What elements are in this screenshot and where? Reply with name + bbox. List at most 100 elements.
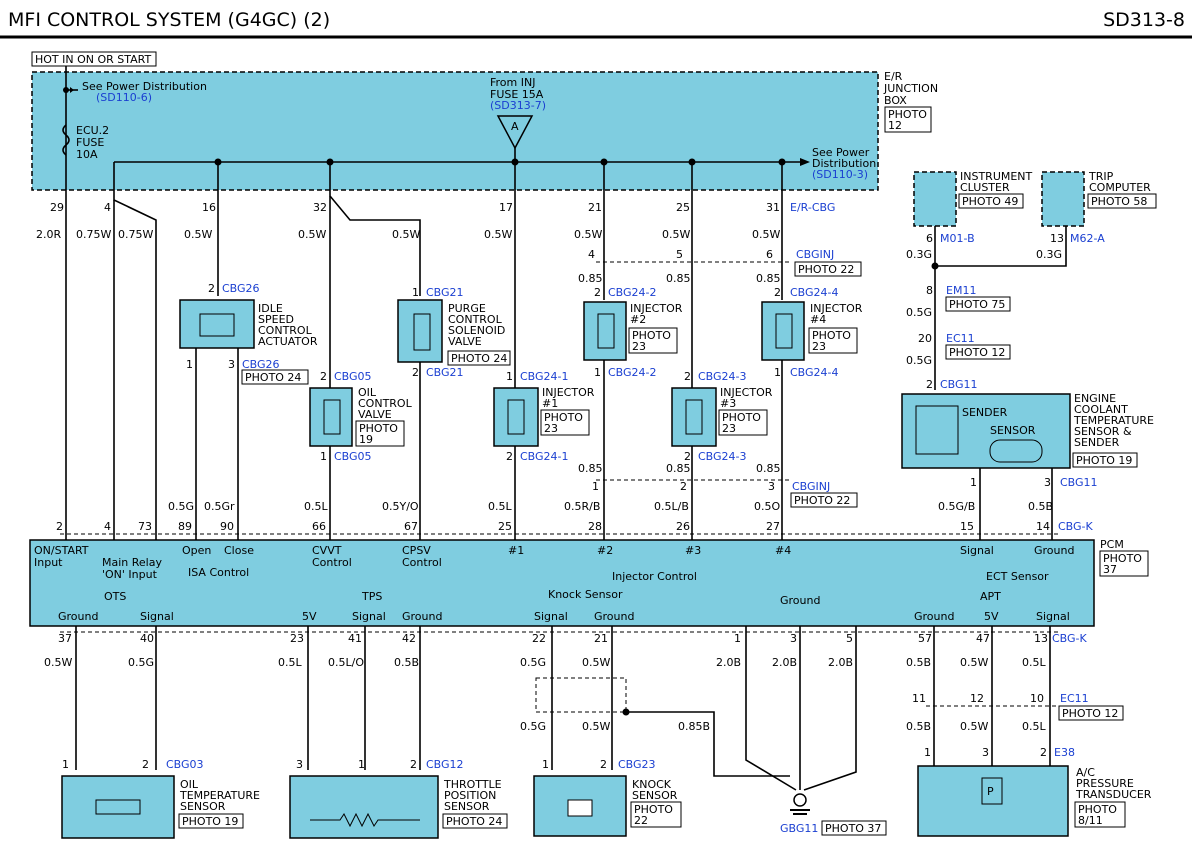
svg-text:17: 17 (499, 201, 513, 214)
svg-text:PHOTO: PHOTO (812, 329, 851, 342)
svg-text:SENSOR: SENSOR (444, 800, 490, 813)
svg-text:0.5W: 0.5W (960, 656, 988, 669)
svg-text:Open: Open (182, 544, 211, 557)
svg-text:2.0B: 2.0B (828, 656, 853, 669)
svg-text:P: P (987, 785, 994, 798)
svg-text:APT: APT (980, 590, 1001, 603)
svg-text:CBG11: CBG11 (1060, 476, 1098, 489)
svg-text:THROTTLE: THROTTLE (443, 778, 502, 791)
svg-text:0.85: 0.85 (666, 462, 691, 475)
svg-text:16: 16 (202, 201, 216, 214)
svg-text:Signal: Signal (960, 544, 994, 557)
svg-text:CBG24-1: CBG24-1 (520, 450, 569, 463)
svg-text:0.5G/B: 0.5G/B (938, 500, 975, 513)
svg-text:0.75W: 0.75W (76, 228, 111, 241)
svg-text:OIL: OIL (358, 386, 377, 399)
svg-text:Ground: Ground (780, 594, 820, 607)
svg-text:12: 12 (970, 692, 984, 705)
svg-text:73: 73 (138, 520, 152, 533)
svg-text:0.5B: 0.5B (906, 720, 931, 733)
svg-text:0.5L: 0.5L (1022, 720, 1046, 733)
svg-text:INJECTOR: INJECTOR (542, 386, 595, 399)
svg-text:13: 13 (1050, 232, 1064, 245)
svg-text:TEMPERATURE: TEMPERATURE (179, 789, 260, 802)
svg-text:0.5W: 0.5W (392, 228, 420, 241)
svg-text:1: 1 (924, 746, 931, 759)
svg-text:5: 5 (676, 248, 683, 261)
svg-text:67: 67 (404, 520, 418, 533)
svg-text:0.5B: 0.5B (906, 656, 931, 669)
svg-text:SOLENOID: SOLENOID (448, 324, 505, 337)
svg-text:0.85B: 0.85B (678, 720, 710, 733)
svg-text:PHOTO: PHOTO (632, 329, 671, 342)
svg-text:1: 1 (594, 366, 601, 379)
svg-text:PHOTO 75: PHOTO 75 (949, 298, 1005, 311)
svg-text:11: 11 (912, 692, 926, 705)
svg-text:PCM: PCM (1100, 538, 1124, 551)
svg-text:3: 3 (228, 358, 235, 371)
wires-mid: 0.5G 0.5Gr 0.5L 0.5Y/O 0.5L 0.5R/B 0.5L/… (168, 500, 1053, 513)
injector-1: 1 CBG24-1 INJECTOR #1 PHOTO 23 2 CBG24-1 (493, 370, 595, 463)
knock-sensor: 1 2 CBG23 KNOCK SENSOR PHOTO 22 (533, 758, 682, 837)
svg-text:VALVE: VALVE (448, 335, 482, 348)
svg-text:HOT IN ON OR START: HOT IN ON OR START (35, 53, 152, 66)
svg-text:0.3G: 0.3G (1036, 248, 1062, 261)
svg-text:Input: Input (34, 556, 63, 569)
svg-text:PHOTO 12: PHOTO 12 (949, 346, 1005, 359)
svg-text:12: 12 (888, 119, 902, 132)
svg-text:#4: #4 (775, 544, 791, 557)
svg-text:Injector Control: Injector Control (612, 570, 697, 583)
svg-text:23: 23 (290, 632, 304, 645)
svg-text:COOLANT: COOLANT (1074, 403, 1128, 416)
svg-text:1: 1 (970, 476, 977, 489)
svg-text:Close: Close (224, 544, 254, 557)
svg-text:4: 4 (104, 201, 111, 214)
svg-text:19: 19 (359, 433, 373, 446)
svg-text:2: 2 (926, 378, 933, 391)
svg-text:BOX: BOX (884, 94, 907, 107)
svg-text:#3: #3 (685, 544, 701, 557)
svg-text:0.5G: 0.5G (520, 656, 546, 669)
svg-text:0.5L: 0.5L (304, 500, 328, 513)
svg-text:CVVT: CVVT (312, 544, 342, 557)
svg-text:(SD110-6): (SD110-6) (96, 91, 152, 104)
pcm-labels-bottom: OTS Ground Signal TPS 5V Signal Ground K… (58, 588, 1070, 623)
svg-text:Signal: Signal (534, 610, 568, 623)
pcm-bottom-pins: 37 40 23 41 42 22 21 1 3 5 57 47 13 CBG-… (58, 632, 1088, 645)
injector-4: 2 CBG24-4 INJECTOR #4 PHOTO 23 1 CBG24-4 (761, 286, 863, 379)
svg-text:TPS: TPS (361, 590, 382, 603)
svg-text:CBG24-1: CBG24-1 (520, 370, 569, 383)
svg-text:PHOTO: PHOTO (1078, 803, 1117, 816)
svg-text:1: 1 (734, 632, 741, 645)
svg-text:0.85: 0.85 (578, 272, 603, 285)
svg-text:0.5B: 0.5B (394, 656, 419, 669)
svg-text:CBG-K: CBG-K (1052, 632, 1088, 645)
svg-text:CBG21: CBG21 (426, 286, 464, 299)
svg-text:CBG23: CBG23 (618, 758, 656, 771)
svg-text:23: 23 (632, 340, 646, 353)
svg-text:2: 2 (594, 286, 601, 299)
svg-text:SENDER: SENDER (962, 406, 1008, 419)
svg-text:SPEED: SPEED (258, 313, 294, 326)
svg-text:PHOTO: PHOTO (1103, 552, 1142, 565)
svg-text:0.85: 0.85 (578, 462, 603, 475)
svg-text:Ground: Ground (402, 610, 442, 623)
svg-text:0.5L/O: 0.5L/O (328, 656, 364, 669)
svg-text:PHOTO: PHOTO (722, 411, 761, 424)
svg-text:22: 22 (634, 814, 648, 827)
svg-text:10: 10 (1030, 692, 1044, 705)
svg-text:2: 2 (142, 758, 149, 771)
svg-text:66: 66 (312, 520, 326, 533)
svg-text:#3: #3 (720, 397, 736, 410)
svg-text:Signal: Signal (352, 610, 386, 623)
svg-text:2: 2 (410, 758, 417, 771)
svg-text:0.5B: 0.5B (1028, 500, 1053, 513)
svg-text:KNOCK: KNOCK (632, 778, 672, 791)
svg-text:2: 2 (412, 366, 419, 379)
svg-text:M62-A: M62-A (1070, 232, 1105, 245)
coolant-temp-sensor: 2 CBG11 SENDER SENSOR ENGINE COOLANT TEM… (901, 378, 1154, 489)
svg-text:(SD110-3): (SD110-3) (812, 168, 868, 181)
svg-text:EC11: EC11 (946, 332, 975, 345)
svg-text:2: 2 (684, 450, 691, 463)
svg-text:2: 2 (774, 286, 781, 299)
